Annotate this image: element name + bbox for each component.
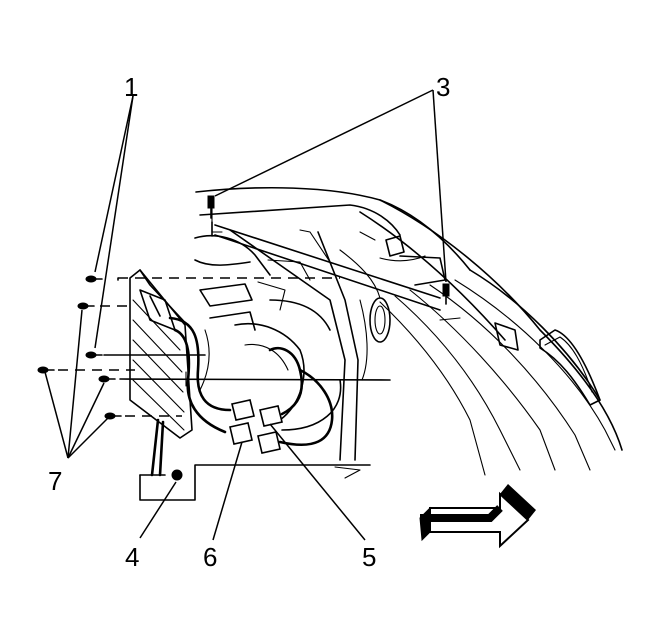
engine-block — [194, 234, 331, 421]
bolt-icon — [37, 366, 55, 374]
bolt-icon — [207, 195, 215, 219]
bolt-icon — [85, 351, 103, 359]
fan-connectors — [229, 346, 342, 454]
callout-4: 4 — [125, 542, 139, 572]
bolt-icon — [85, 275, 103, 283]
callout-6: 6 — [203, 542, 217, 572]
bolt-icon — [77, 302, 95, 310]
cooling-fan-module — [129, 269, 232, 477]
bolt-icon — [442, 283, 450, 305]
ground-location — [139, 464, 371, 501]
direction-arrow-icon — [419, 484, 536, 549]
callout-3: 3 — [436, 72, 450, 102]
fasteners — [37, 195, 450, 420]
callout-7: 7 — [48, 466, 62, 496]
bolt-icon — [98, 375, 116, 383]
leader-lines — [44, 89, 447, 541]
vehicle-body — [195, 186, 623, 476]
radiator-support — [211, 201, 446, 461]
callout-1: 1 — [124, 72, 138, 102]
callout-5: 5 — [362, 542, 376, 572]
